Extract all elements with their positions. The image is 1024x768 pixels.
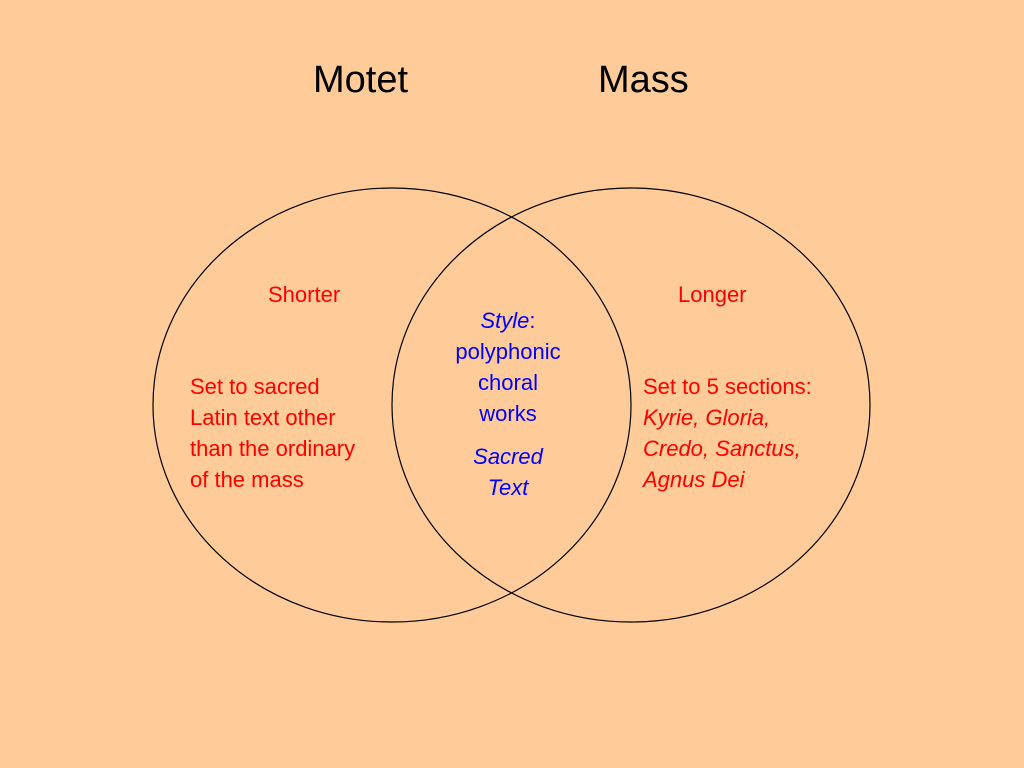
- motet-description-line: Latin text other: [190, 405, 336, 430]
- mass-intro-line: Set to 5 sections:: [643, 374, 812, 399]
- sacred-text-line: Sacred: [473, 444, 543, 469]
- motet-description: Set to sacred Latin text other than the …: [190, 371, 355, 495]
- mass-title: Mass: [598, 59, 689, 101]
- style-colon: :: [529, 308, 536, 333]
- mass-length-label: Longer: [678, 282, 747, 307]
- style-line: polyphonic: [455, 339, 561, 364]
- mass-section-line: Credo, Sanctus,: [643, 436, 801, 461]
- mass-section-line: Kyrie, Gloria,: [643, 405, 771, 430]
- style-label: Style: [480, 308, 530, 333]
- motet-description-line: Set to sacred: [190, 374, 320, 399]
- style-line: works: [479, 401, 537, 426]
- motet-length-label: Shorter: [268, 282, 341, 307]
- mass-circle: [391, 187, 871, 623]
- motet-description-line: of the mass: [190, 467, 304, 492]
- motet-description-line: than the ordinary: [190, 436, 356, 461]
- motet-title: Motet: [313, 59, 409, 101]
- sacred-text-line: Text: [487, 475, 529, 500]
- style-line: choral: [478, 370, 538, 395]
- style-label-line: Style:: [432, 305, 584, 336]
- mass-description: Set to 5 sections: Kyrie, Gloria, Credo,…: [643, 371, 812, 495]
- mass-section-line: Agnus Dei: [643, 467, 745, 492]
- motet-circle: [152, 187, 632, 623]
- overlap-shared-traits: Style: polyphonic choral works Sacred Te…: [432, 305, 584, 503]
